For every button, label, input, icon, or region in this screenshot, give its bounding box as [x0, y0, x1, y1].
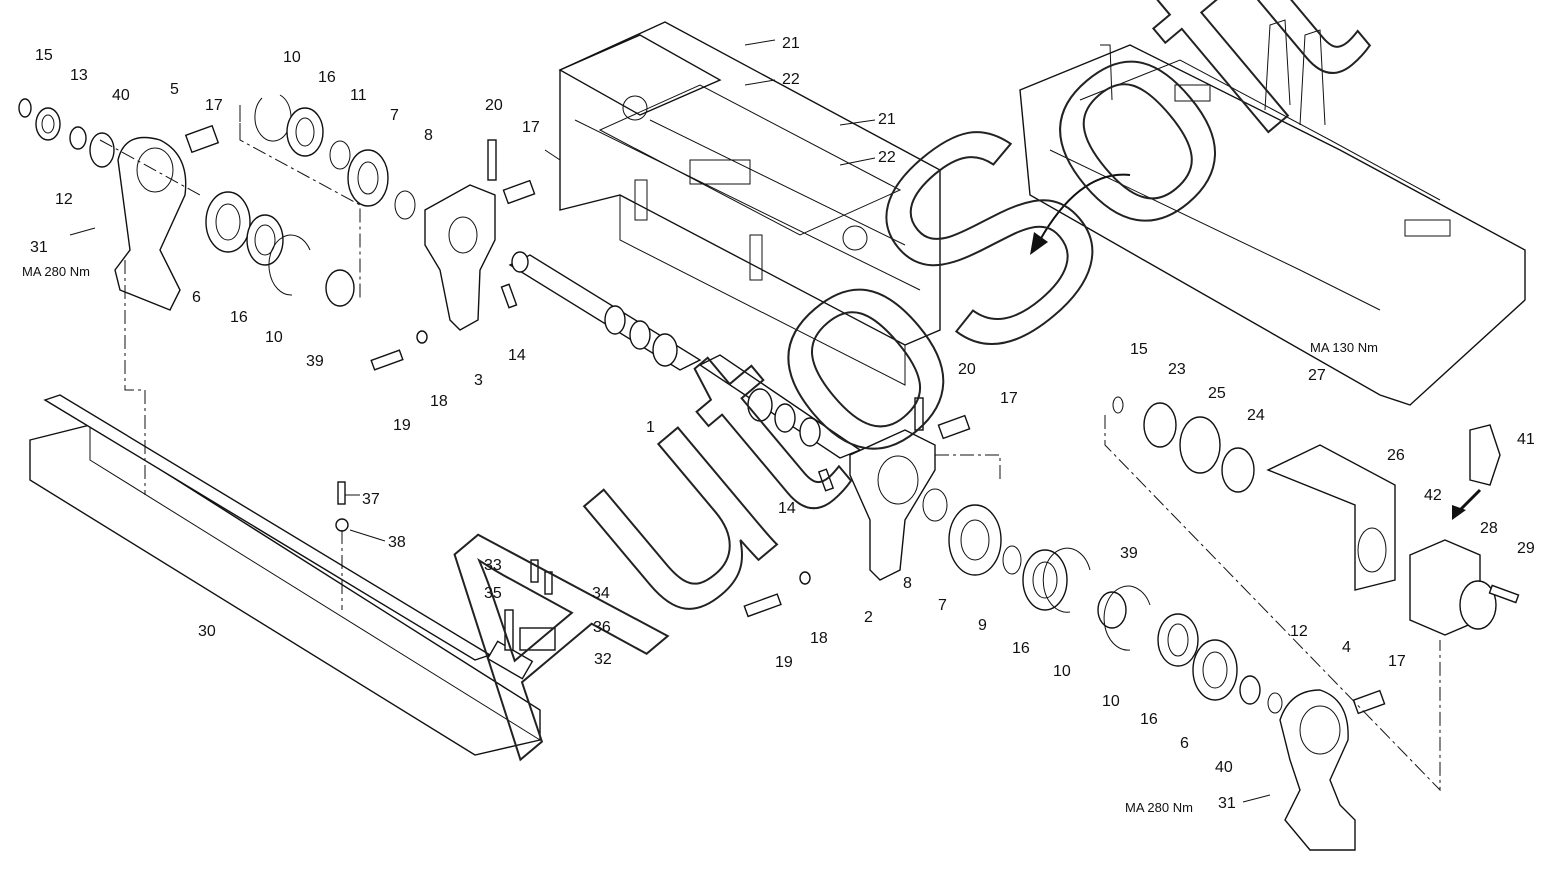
shaft-1 — [508, 251, 862, 459]
callout: 14 — [508, 347, 526, 364]
callout: 40 — [1215, 759, 1233, 776]
torque-spec-machine: MA 130 Nm — [1310, 340, 1378, 355]
callout: 41 — [1517, 431, 1535, 448]
callouts: 15 13 40 5 17 12 31 6 16 10 39 10 16 11 … — [30, 35, 1535, 812]
callout: 1 — [646, 419, 655, 436]
leader-lines — [69, 39, 1271, 803]
callout: 28 — [1480, 520, 1498, 537]
chassis-frame — [544, 21, 941, 386]
callout: 19 — [775, 654, 793, 671]
callout: 32 — [594, 651, 612, 668]
callout: 22 — [878, 149, 896, 166]
callout: 25 — [1208, 385, 1226, 402]
callout: 10 — [1102, 693, 1120, 710]
callout: 17 — [522, 119, 540, 136]
callout: 16 — [1140, 711, 1158, 728]
left-bearing-assembly — [18, 94, 416, 311]
callout: 29 — [1517, 540, 1535, 557]
callout: 17 — [1388, 653, 1406, 670]
callout: 21 — [878, 111, 896, 128]
callout: 30 — [198, 623, 216, 640]
callout: 2 — [864, 609, 873, 626]
callout: 17 — [205, 97, 223, 114]
guide-rail-30 — [29, 260, 556, 756]
callout: 18 — [810, 630, 828, 647]
callout: 31 — [1218, 795, 1236, 812]
callout: 38 — [388, 534, 406, 551]
callout: 8 — [424, 127, 433, 144]
callout: 21 — [782, 35, 800, 52]
callout: 6 — [192, 289, 201, 306]
callout: 8 — [903, 575, 912, 592]
callout: 10 — [265, 329, 283, 346]
callout: 10 — [283, 49, 301, 66]
callout: 39 — [1120, 545, 1138, 562]
callout: 6 — [1180, 735, 1189, 752]
callout: 22 — [782, 71, 800, 88]
callout: 34 — [592, 585, 610, 602]
callout: 12 — [1290, 623, 1308, 640]
pillow-block-2 — [743, 397, 971, 618]
callout: 37 — [362, 491, 380, 508]
callout: 35 — [484, 585, 502, 602]
callout: 40 — [112, 87, 130, 104]
callout: 3 — [474, 372, 483, 389]
drive-motor-assembly — [1104, 396, 1520, 792]
callout: 15 — [1130, 341, 1148, 358]
callout: 14 — [778, 500, 796, 517]
callout: 26 — [1387, 447, 1405, 464]
callout: 5 — [170, 81, 179, 98]
callout: 42 — [1424, 487, 1442, 504]
callout: 7 — [938, 597, 947, 614]
callout: 16 — [1012, 640, 1030, 657]
callout: 23 — [1168, 361, 1186, 378]
callout: 16 — [318, 69, 336, 86]
callout: 18 — [430, 393, 448, 410]
right-bearing-assembly — [922, 454, 1386, 851]
callout: 12 — [55, 191, 73, 208]
callout: 31 — [30, 239, 48, 256]
callout: 27 — [1308, 367, 1326, 384]
pillow-block-3 — [370, 139, 536, 371]
callout: 11 — [350, 87, 367, 104]
callout: 9 — [978, 617, 987, 634]
callout: 15 — [35, 47, 53, 64]
callout: 10 — [1053, 663, 1071, 680]
callout: 24 — [1247, 407, 1265, 424]
callout: 20 — [958, 361, 976, 378]
callout: 4 — [1342, 639, 1351, 656]
callout: 39 — [306, 353, 324, 370]
callout: 33 — [484, 557, 502, 574]
callout: 16 — [230, 309, 248, 326]
torque-spec-right: MA 280 Nm — [1125, 800, 1193, 815]
callout: 17 — [1000, 390, 1018, 407]
callout: 20 — [485, 97, 503, 114]
callout: 36 — [593, 619, 611, 636]
paver-machine — [1019, 19, 1526, 406]
callout: 7 — [390, 107, 399, 124]
callout: 13 — [70, 67, 88, 84]
torque-spec-left: MA 280 Nm — [22, 264, 90, 279]
callout: 19 — [393, 417, 411, 434]
